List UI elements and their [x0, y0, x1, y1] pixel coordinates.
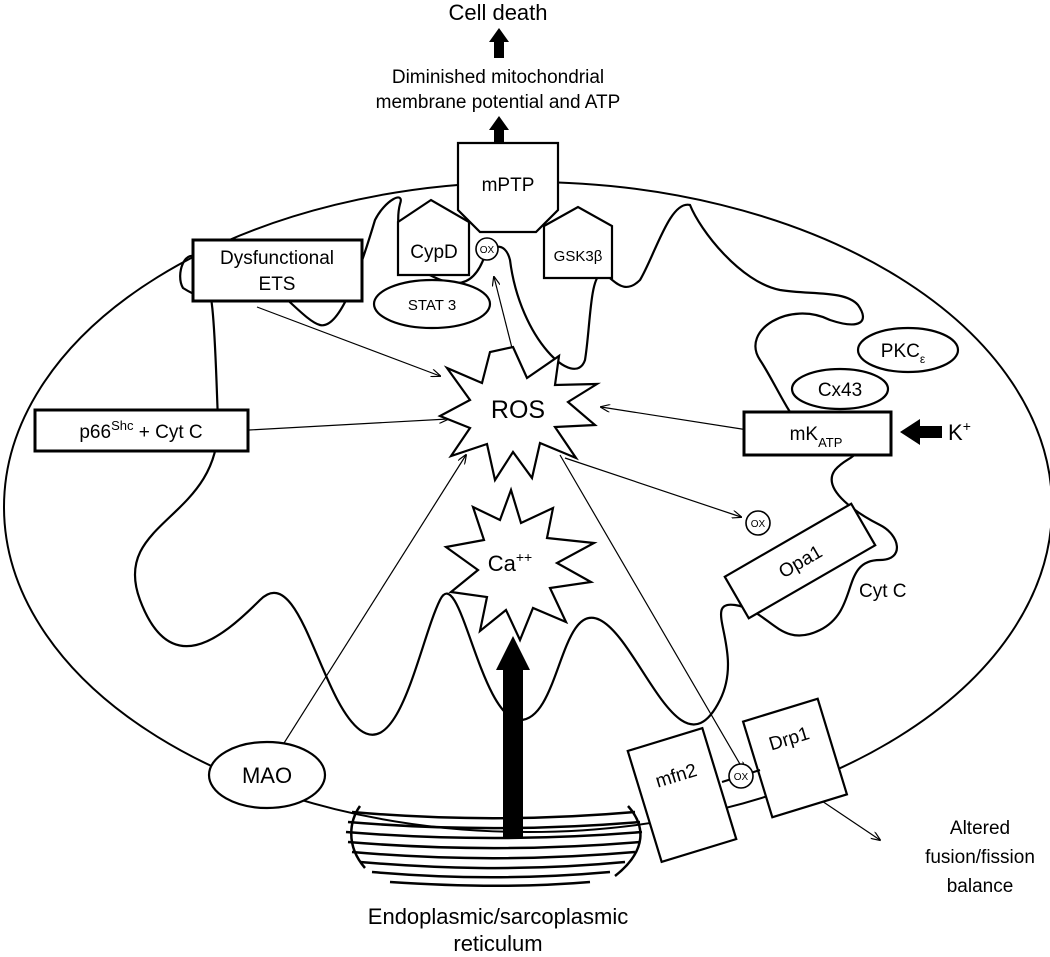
- cytc-label: Cyt C: [859, 581, 907, 602]
- pkc-ellipse: PKCε: [856, 326, 960, 374]
- k-influx-arrow: [900, 419, 942, 445]
- cypd-label: CypD: [410, 242, 458, 263]
- dysfunctional-ets-box: Dysfunctional ETS: [191, 238, 364, 303]
- mptp-box: mPTP: [456, 141, 560, 234]
- ca-influx-arrow: [496, 636, 530, 837]
- drp1-box: Drp1: [741, 697, 849, 819]
- ox-fusion-label: OX: [734, 772, 749, 783]
- cypd-box: CypD: [396, 198, 471, 277]
- opa1-box: Opa1: [723, 502, 877, 620]
- ox-opa1: OX: [745, 510, 771, 536]
- mkatp-box: mKATP: [742, 410, 893, 457]
- cx43-label: Cx43: [818, 380, 862, 401]
- gsk3b-box: GSK3β: [542, 205, 614, 280]
- diminished-line2: membrane potential and ATP: [376, 92, 621, 113]
- ox-fusion: OX: [721, 763, 761, 789]
- ca-label: Ca++: [488, 549, 532, 576]
- dysfunctional-ets-line1: Dysfunctional: [220, 248, 334, 269]
- gsk3b-label: GSK3β: [554, 248, 603, 265]
- thin-arrows: [248, 277, 880, 840]
- mao-ellipse: MAO: [207, 740, 327, 810]
- diminished-line1: Diminished mitochondrial: [392, 67, 604, 88]
- altered-line3: balance: [947, 876, 1014, 897]
- pkc-label: PKCε: [881, 341, 926, 366]
- k-label: K+: [948, 418, 971, 445]
- cell-death-label: Cell death: [448, 0, 547, 25]
- altered-line2: fusion/fission: [925, 847, 1035, 868]
- ros-label: ROS: [491, 396, 545, 424]
- ros-star: ROS: [437, 345, 602, 483]
- altered-line1: Altered: [950, 818, 1010, 839]
- stat3-ellipse: STAT 3: [372, 278, 492, 330]
- ox-mptp-label: OX: [480, 245, 495, 256]
- ca-star: Ca++: [443, 486, 598, 643]
- stat3-label: STAT 3: [408, 297, 456, 314]
- p66-box: p66Shc + Cyt C: [33, 408, 250, 453]
- mao-label: MAO: [242, 763, 292, 788]
- dysfunctional-ets-line2: ETS: [259, 274, 296, 295]
- mfn2-box: mfn2: [626, 726, 738, 864]
- mkatp-label: mKATP: [790, 424, 843, 450]
- er-line2: reticulum: [453, 931, 542, 956]
- outer-membrane: [3, 181, 1050, 833]
- upward-arrows: [489, 28, 509, 144]
- cx43-ellipse: Cx43: [790, 367, 890, 411]
- mptp-label: mPTP: [482, 175, 535, 196]
- er-membranes: [345, 805, 643, 888]
- ox-opa1-label: OX: [751, 519, 766, 530]
- er-line1: Endoplasmic/sarcoplasmic: [368, 904, 628, 929]
- ox-mptp: OX: [475, 237, 499, 261]
- p66-label: p66Shc + Cyt C: [79, 418, 202, 443]
